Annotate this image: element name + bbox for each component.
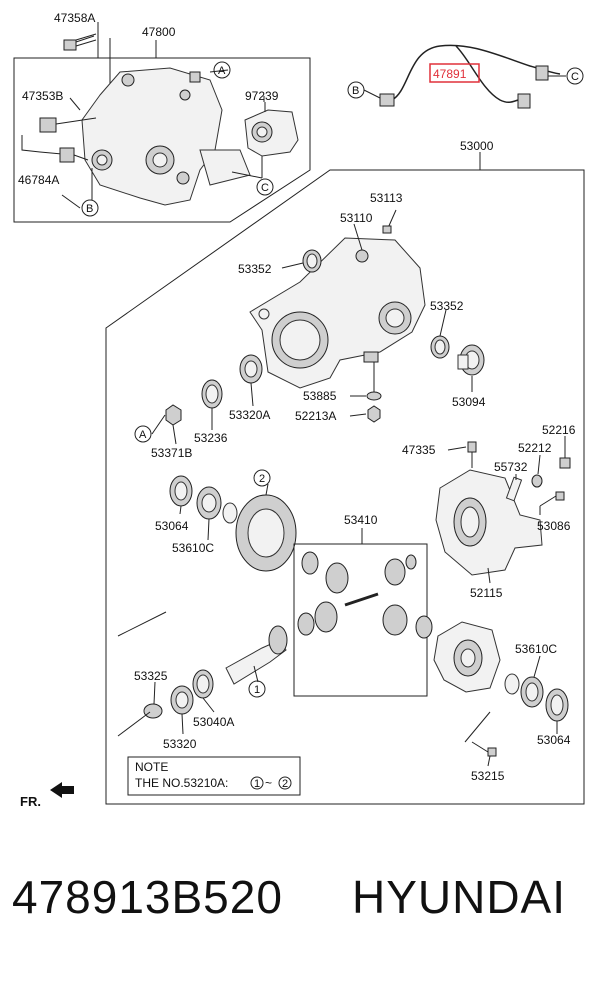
ring-gear — [235, 494, 297, 572]
highlight-47891 — [429, 63, 480, 83]
front-direction-indicator: FR. — [20, 782, 74, 809]
bearing-53610C-left — [196, 486, 222, 520]
nut-52213A — [367, 405, 381, 423]
pin-55732 — [505, 476, 523, 502]
bolt-47358A — [63, 33, 97, 51]
callout-B-harness: B — [347, 81, 365, 99]
svg-text:2: 2 — [282, 778, 288, 790]
brand-name: HYUNDAI — [352, 871, 567, 923]
label-53325: 53325 — [134, 669, 168, 683]
bolt-53215 — [471, 741, 497, 757]
label-53885: 53885 — [303, 389, 337, 403]
svg-text:2: 2 — [259, 473, 265, 485]
label-53352-a: 53352 — [238, 262, 272, 276]
label-53040A: 53040A — [193, 715, 234, 729]
collar-53325 — [143, 703, 163, 719]
label-47800: 47800 — [142, 25, 176, 39]
plug-47335 — [467, 441, 477, 468]
label-52212: 52212 — [518, 441, 552, 455]
cover-52115 — [435, 469, 543, 576]
svg-text:A: A — [139, 429, 147, 441]
bolt-53113 — [382, 209, 397, 234]
sensor-47353B — [39, 117, 97, 133]
bearing-53064-left — [169, 475, 193, 507]
harness-46784A — [21, 135, 89, 163]
label-97239: 97239 — [245, 89, 279, 103]
label-53086: 53086 — [537, 519, 571, 533]
footer: 478913B520 HYUNDAI — [0, 870, 600, 960]
label-52115: 52115 — [470, 586, 503, 600]
label-53064-b: 53064 — [537, 733, 571, 747]
label-47358A: 47358A — [54, 11, 95, 25]
actuator-97239 — [244, 102, 299, 178]
differential-assembly-box — [105, 169, 585, 805]
label-55732: 55732 — [494, 460, 528, 474]
label-47353B: 47353B — [22, 89, 63, 103]
washer-53885 — [366, 391, 382, 401]
label-53215: 53215 — [471, 769, 505, 783]
label-53110: 53110 — [340, 211, 373, 225]
label-53610C-b: 53610C — [515, 642, 557, 656]
nut-53371B — [165, 404, 182, 426]
label-53236: 53236 — [194, 431, 228, 445]
spacer-53040A — [192, 669, 214, 699]
callout-A-nut: A — [134, 425, 152, 443]
svg-text:B: B — [86, 203, 93, 215]
bearing-53320A — [239, 354, 263, 384]
callout-2-ring-gear: 2 — [253, 469, 271, 487]
front-arrow-icon — [50, 782, 74, 798]
label-53410: 53410 — [344, 513, 378, 527]
wiring-harness-47891 — [379, 44, 561, 109]
note-text: THE NO.53210A: — [135, 776, 228, 790]
callout-1-pinion: 1 — [248, 680, 266, 698]
callout-C-left: C — [256, 178, 274, 196]
svg-text:C: C — [571, 71, 579, 83]
label-53352-b: 53352 — [430, 299, 464, 313]
label-53320A: 53320A — [229, 408, 270, 422]
note-box: NOTE THE NO.53210A: 1 ~ 2 — [127, 756, 301, 796]
callout-B-left: B — [81, 199, 99, 217]
pinion-shaft — [225, 625, 288, 685]
label-53094: 53094 — [452, 395, 486, 409]
label-52213A: 52213A — [295, 409, 336, 423]
leader-lines — [69, 40, 566, 767]
svg-text:A: A — [218, 65, 226, 77]
label-53113: 53113 — [370, 191, 403, 205]
label-53064-a: 53064 — [155, 519, 189, 533]
bearing-53320 — [170, 685, 194, 715]
plug-52216 — [559, 442, 571, 469]
bolt-53086 — [539, 491, 565, 507]
label-52216: 52216 — [542, 423, 576, 437]
bearing-53064-right — [545, 688, 569, 722]
svg-text:C: C — [261, 182, 269, 194]
part-labels: 47358A 47800 47353B 97239 46784A 47891 5… — [18, 11, 576, 783]
svg-text:1: 1 — [254, 778, 260, 790]
flange-53094 — [457, 344, 485, 376]
svg-text:~: ~ — [265, 776, 272, 790]
label-53610C-a: 53610C — [172, 541, 214, 555]
label-46784A: 46784A — [18, 173, 59, 187]
callout-C-harness: C — [566, 67, 584, 85]
part-number: 478913B520 — [12, 871, 283, 923]
label-53000: 53000 — [460, 139, 494, 153]
housing-assembly-box — [13, 57, 311, 223]
svg-text:1: 1 — [254, 684, 260, 696]
label-47335: 47335 — [402, 443, 436, 457]
housing-47800 — [81, 67, 251, 206]
fr-label: FR. — [20, 794, 41, 809]
gasket-52212 — [531, 474, 543, 488]
label-53371B: 53371B — [151, 446, 192, 460]
differential-case — [433, 621, 501, 693]
note-title: NOTE — [135, 760, 168, 774]
bearing-53610C-right — [520, 676, 544, 708]
callout-A-top: A — [213, 61, 231, 79]
label-53320: 53320 — [163, 737, 197, 751]
svg-text:B: B — [352, 85, 359, 97]
spacer-53236 — [201, 379, 223, 409]
carrier-housing-53110 — [249, 237, 426, 389]
gear-set-53410 — [297, 551, 433, 639]
label-47891: 47891 — [433, 67, 467, 81]
